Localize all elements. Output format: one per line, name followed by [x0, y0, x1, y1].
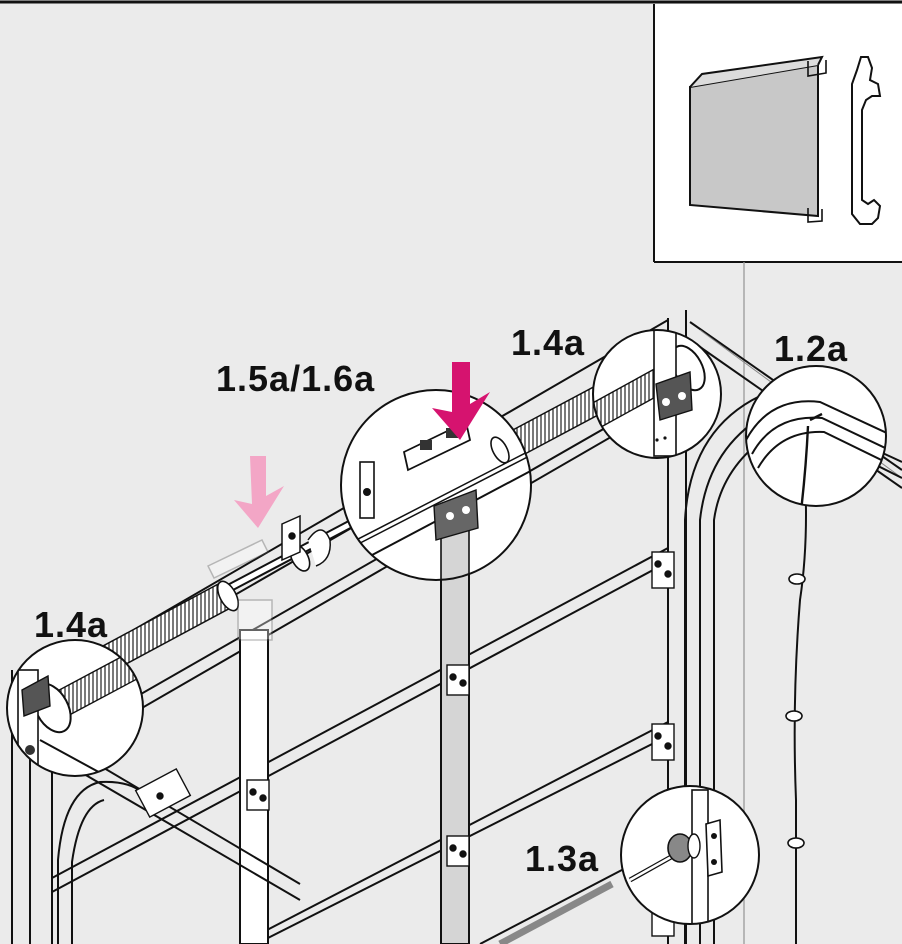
callout-circle-spring-left [6, 639, 144, 777]
door-panel-profile-icon [689, 55, 882, 225]
label-spring-left: 1.4a [34, 604, 109, 645]
label-bracket: 1.5a/1.6a [216, 358, 376, 399]
label-roller: 1.3a [525, 838, 600, 879]
callout-circle-bracket [340, 389, 532, 581]
panel-inset [653, 4, 902, 263]
label-spring-right: 1.4a [511, 322, 586, 363]
label-cable: 1.2a [774, 328, 849, 369]
down-arrow-icon [234, 456, 284, 528]
bracket-near [281, 514, 331, 567]
cable-clips [785, 573, 806, 849]
down-arrow-icon [432, 362, 490, 440]
callout-circle-roller [620, 785, 760, 925]
callout-circle-cable [745, 365, 887, 507]
callout-circle-spring-right [592, 329, 722, 459]
lower-strut [498, 880, 614, 944]
faded-bracket [206, 539, 273, 641]
